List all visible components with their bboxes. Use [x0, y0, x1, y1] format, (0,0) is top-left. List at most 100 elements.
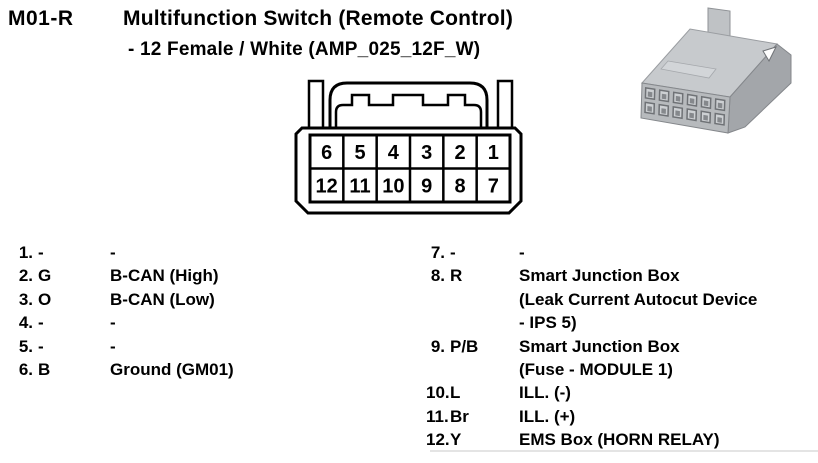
wire-color-code — [450, 311, 519, 334]
socket-hole-cavity — [675, 110, 680, 117]
diagram-body-outline — [294, 126, 523, 215]
wire-color-code: G — [38, 266, 52, 286]
pin-row: (Fuse - MODULE 1) — [426, 358, 816, 381]
socket-hole-cavity — [703, 100, 709, 107]
pin-description: - IPS 5) — [519, 313, 577, 333]
diagram-lock-hump-castellation — [334, 93, 483, 129]
pin-row: 1.-- — [18, 241, 308, 264]
socket-hole-cavity — [675, 95, 681, 102]
pin-description: ILL. (-) — [519, 383, 571, 403]
pin-description: - — [110, 336, 116, 356]
pin-description: Smart Junction Box — [519, 336, 680, 356]
wire-color-code: - — [38, 336, 44, 356]
pin-description: EMS Box (HORN RELAY) — [519, 430, 720, 450]
pin-number-label — [426, 288, 445, 311]
wire-color-code: R — [450, 266, 463, 286]
pin-description: - — [519, 243, 525, 262]
connector-photo — [640, 7, 792, 134]
scan-artifact-line — [430, 450, 818, 452]
socket-hole-cavity — [717, 102, 723, 109]
socket-hole-cavity — [689, 98, 695, 104]
pin-number-label: 10. — [426, 383, 450, 403]
socket-hole-cavity — [647, 91, 653, 98]
pin-number: 7 — [488, 175, 499, 197]
wire-color-code: - — [38, 243, 44, 262]
socket-hole-cavity — [689, 112, 694, 119]
pin-number-label: 6. — [18, 360, 33, 380]
pin-number-label: 1. — [18, 243, 33, 262]
pin-description: B-CAN (Low) — [110, 289, 215, 309]
pin-number: 11 — [349, 175, 370, 197]
pin-number: 3 — [421, 142, 432, 164]
pin-description: - — [110, 313, 116, 333]
pin-number-label — [426, 311, 445, 334]
photo-right-notch — [762, 46, 777, 63]
wire-color-code — [450, 358, 519, 381]
pin-number: 8 — [454, 175, 465, 197]
pin-row: 11.Br ILL. (+) — [426, 405, 816, 428]
pin-row: 3.O B-CAN (Low) — [18, 288, 308, 311]
pin-number: 2 — [454, 142, 465, 164]
pin-number-label: 2. — [18, 266, 33, 286]
pin-row: 5.-- — [18, 335, 308, 358]
pin-number: 12 — [316, 175, 338, 197]
pin-description: (Fuse - MODULE 1) — [519, 360, 673, 380]
page-title: Multifunction Switch (Remote Control) — [123, 7, 514, 30]
pin-row: 8.R Smart Junction Box — [426, 264, 816, 287]
wire-color-code: Y — [450, 430, 462, 450]
pin-number-label: 7. — [430, 243, 445, 262]
diagram-lock-hump-outer — [328, 81, 489, 129]
pin-number-label: 4. — [18, 313, 33, 333]
pin-description: (Leak Current Autocut Device — [519, 289, 758, 309]
pin-number: 5 — [354, 142, 365, 164]
wire-color-code: O — [38, 289, 52, 309]
pin-number: 6 — [321, 142, 332, 164]
pin-number-label: 9. — [430, 336, 445, 356]
pin-row: - IPS 5) — [426, 311, 816, 334]
pin-number-label: 8. — [430, 266, 445, 286]
pin-row: (Leak Current Autocut Device — [426, 288, 816, 311]
wire-color-code: Br — [450, 406, 469, 426]
wire-color-code: - — [450, 243, 456, 262]
pin-row: 10.L ILL. (-) — [426, 381, 816, 404]
photo-socket-holes — [644, 87, 726, 126]
page-subtitle: - 12 Female / White (AMP_025_12F_W) — [128, 39, 481, 60]
socket-hole-cavity — [661, 93, 667, 100]
pin-number: 4 — [388, 142, 400, 164]
photo-top-ridge — [660, 60, 717, 79]
pin-number-label: 12. — [426, 430, 450, 450]
socket-hole-cavity — [647, 105, 652, 112]
pin-description: Smart Junction Box — [519, 266, 680, 286]
socket-hole-cavity — [703, 114, 708, 121]
wire-color-code: B — [38, 360, 51, 380]
pin-row: 4.-- — [18, 311, 308, 334]
pin-description: Ground (GM01) — [110, 360, 234, 380]
pin-number-label: 3. — [18, 289, 33, 309]
pin-row: 9.P/B Smart Junction Box — [426, 335, 816, 358]
pin-row: 6.B Ground (GM01) — [18, 358, 308, 381]
diagram-right-tab-icon — [496, 79, 514, 129]
pin-row: 2.G B-CAN (High) — [18, 264, 308, 287]
pin-number-label: 11. — [426, 406, 449, 426]
pin-number: 1 — [488, 142, 499, 164]
wire-color-code: L — [450, 383, 461, 403]
pin-number: 9 — [421, 175, 432, 197]
pin-row: 12.Y EMS Box (HORN RELAY) — [426, 428, 816, 451]
diagram-left-tab-icon — [307, 79, 325, 129]
pin-number-label — [426, 358, 445, 381]
connector-code: M01-R — [8, 7, 74, 30]
socket-hole-cavity — [717, 117, 722, 123]
wire-color-code: P/B — [450, 336, 479, 356]
wire-color-code — [450, 288, 519, 311]
wire-color-code: - — [38, 313, 44, 333]
pin-description: - — [110, 243, 116, 262]
pin-description: ILL. (+) — [519, 406, 576, 426]
pin-number-label: 5. — [18, 336, 33, 356]
pin-description: B-CAN (High) — [110, 266, 219, 286]
socket-hole-cavity — [661, 108, 666, 114]
